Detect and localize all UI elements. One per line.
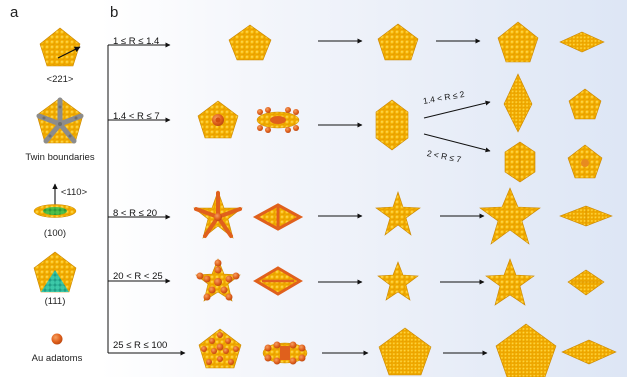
row-1-seed-pentagon [229,25,271,60]
row-4-final-side-view [568,270,604,295]
row-4-step-2-star [378,262,418,300]
legend-adatom-sphere [52,334,63,345]
legend-111-pentagon [34,252,76,292]
legend-221-pentagon [40,28,80,66]
row-5-final-side-view [562,340,616,364]
row-5-seed-top-view [199,329,241,368]
row-5-final-pentagon [496,324,556,377]
legend-twin-pentagon [37,98,83,143]
row-2-seed-top-view [198,101,238,138]
row-4-final-star [486,259,534,305]
row-1-final-pentagon [498,22,538,62]
arrow-row-2-branch-upper [424,102,490,118]
row-3-step-2-star [376,192,420,235]
process-arrows [318,41,490,353]
row-3-final-star [480,188,540,244]
row-2-step-2-elongated [376,100,408,150]
row-2-rod-side-view [505,142,535,182]
row-3-seed-side-view [256,205,300,229]
row-4-seed-side-view [256,268,300,294]
row-1-step-2-pentagon [378,24,418,60]
row-5-seed-side-view [263,342,307,365]
arrow-row-2-branch-lower [424,134,490,151]
row-2-seed-side-view [257,107,299,133]
row-4-seed-top-view [196,259,240,301]
row-5-step-2-pentagon [379,328,431,375]
row-1-final-side-view [560,32,604,52]
row-2-rod-top-view [568,145,602,178]
row-3-seed-top-view [194,191,242,238]
row-2-bipyramid-top-view [569,89,601,119]
row-2-bipyramid-side-view [504,74,532,132]
row-3-final-side-view [560,206,612,226]
panel-b-bracket [108,45,185,353]
legend-100-decahedron [34,184,76,218]
